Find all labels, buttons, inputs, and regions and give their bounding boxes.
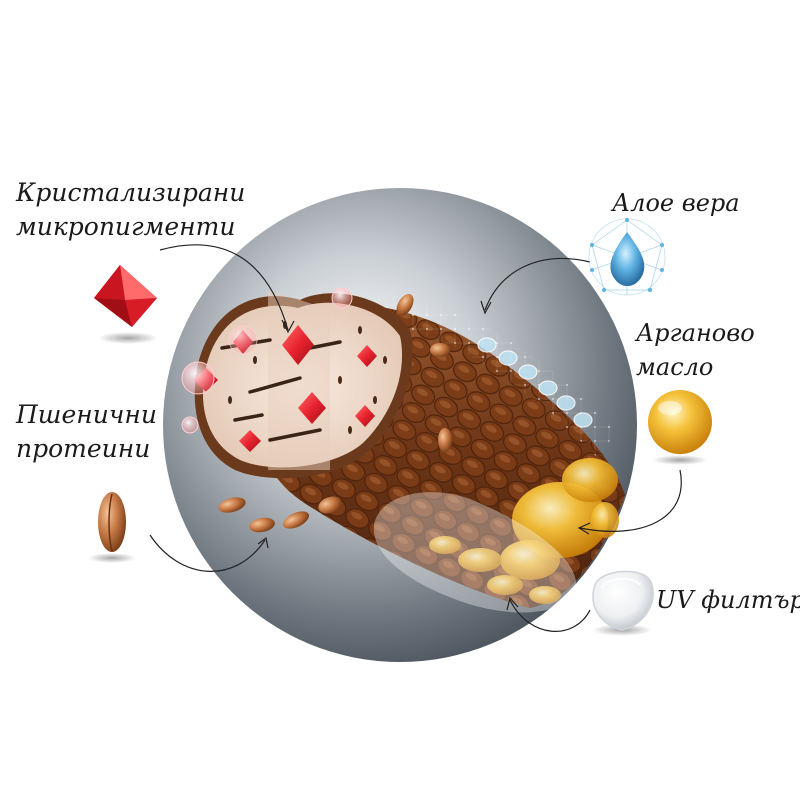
aloe-droplets: [477, 337, 593, 428]
golden-oil-sphere-icon: [648, 390, 712, 465]
label-crystallized-micropigments: Кристализирани микропигменти: [16, 176, 245, 244]
label-aloe-vera: Алое вера: [612, 186, 740, 220]
wheat-grain-icon: [88, 492, 136, 563]
uv-shield-layer: [373, 492, 577, 613]
crystal-bubbles: [181, 287, 353, 434]
label-wheat-proteins: Пшенични протеини: [16, 398, 157, 466]
label-line: Арганово: [636, 319, 755, 347]
argan-oil-layer: [429, 458, 619, 604]
label-line: Кристализирани: [16, 178, 246, 207]
label-line: микропигменти: [16, 212, 236, 241]
label-line: масло: [636, 353, 714, 381]
label-line: Пшенични: [16, 400, 157, 429]
label-argan-oil: Арганово масло: [636, 316, 755, 384]
label-line: протеини: [16, 434, 151, 463]
label-line: Алое вера: [612, 189, 740, 217]
label-uv-filter: UV филтър: [656, 583, 800, 617]
red-octahedron-icon: [94, 265, 158, 344]
label-line: UV филтър: [656, 586, 800, 614]
connector-arrows: [149, 244, 682, 632]
wheat-grains-on-shaft: [318, 294, 452, 514]
uv-shield-lens-icon: [592, 570, 654, 636]
loose-wheat-grains: [218, 497, 310, 533]
water-drop-network-icon: [588, 218, 666, 296]
